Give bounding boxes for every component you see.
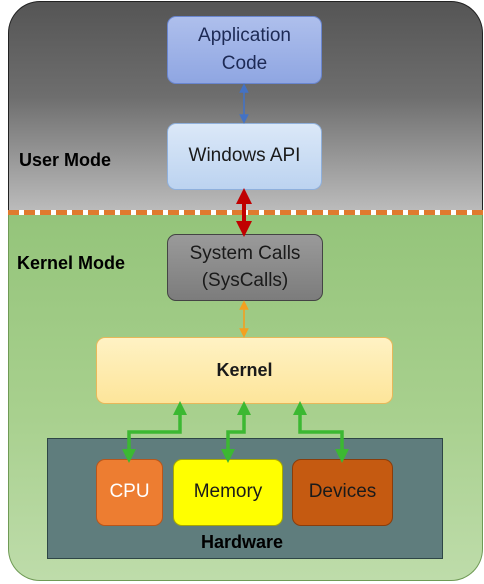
- cpu-label: CPU: [109, 481, 150, 503]
- memory-label: Memory: [193, 481, 263, 503]
- system-calls-line-2: (SysCalls): [201, 269, 289, 291]
- windows-api-box[interactable]: Windows API: [167, 123, 322, 190]
- windows-api-label: Windows API: [188, 145, 301, 167]
- kernel-label: Kernel: [216, 360, 273, 380]
- system-calls-line-1: System Calls: [189, 242, 301, 264]
- kernel-box[interactable]: Kernel: [96, 337, 393, 404]
- application-code-line-2: Code: [221, 53, 268, 74]
- cpu-box[interactable]: CPU: [96, 459, 163, 526]
- application-code-line-1: Application: [198, 24, 291, 46]
- arrow-kernel-to-memory: [221, 401, 251, 463]
- devices-box[interactable]: Devices: [292, 459, 393, 526]
- devices-label: Devices: [308, 481, 377, 503]
- application-code-box[interactable]: Application Code: [167, 16, 322, 84]
- kernel-mode-label: Kernel Mode: [17, 253, 126, 273]
- arrow-kernel-to-cpu: [122, 401, 187, 463]
- memory-box[interactable]: Memory: [173, 459, 283, 526]
- user-mode-label: User Mode: [19, 150, 112, 170]
- arrow-kernel-to-devices: [293, 401, 349, 463]
- system-calls-box[interactable]: System Calls (SysCalls): [167, 234, 323, 301]
- hardware-label: Hardware: [200, 532, 284, 552]
